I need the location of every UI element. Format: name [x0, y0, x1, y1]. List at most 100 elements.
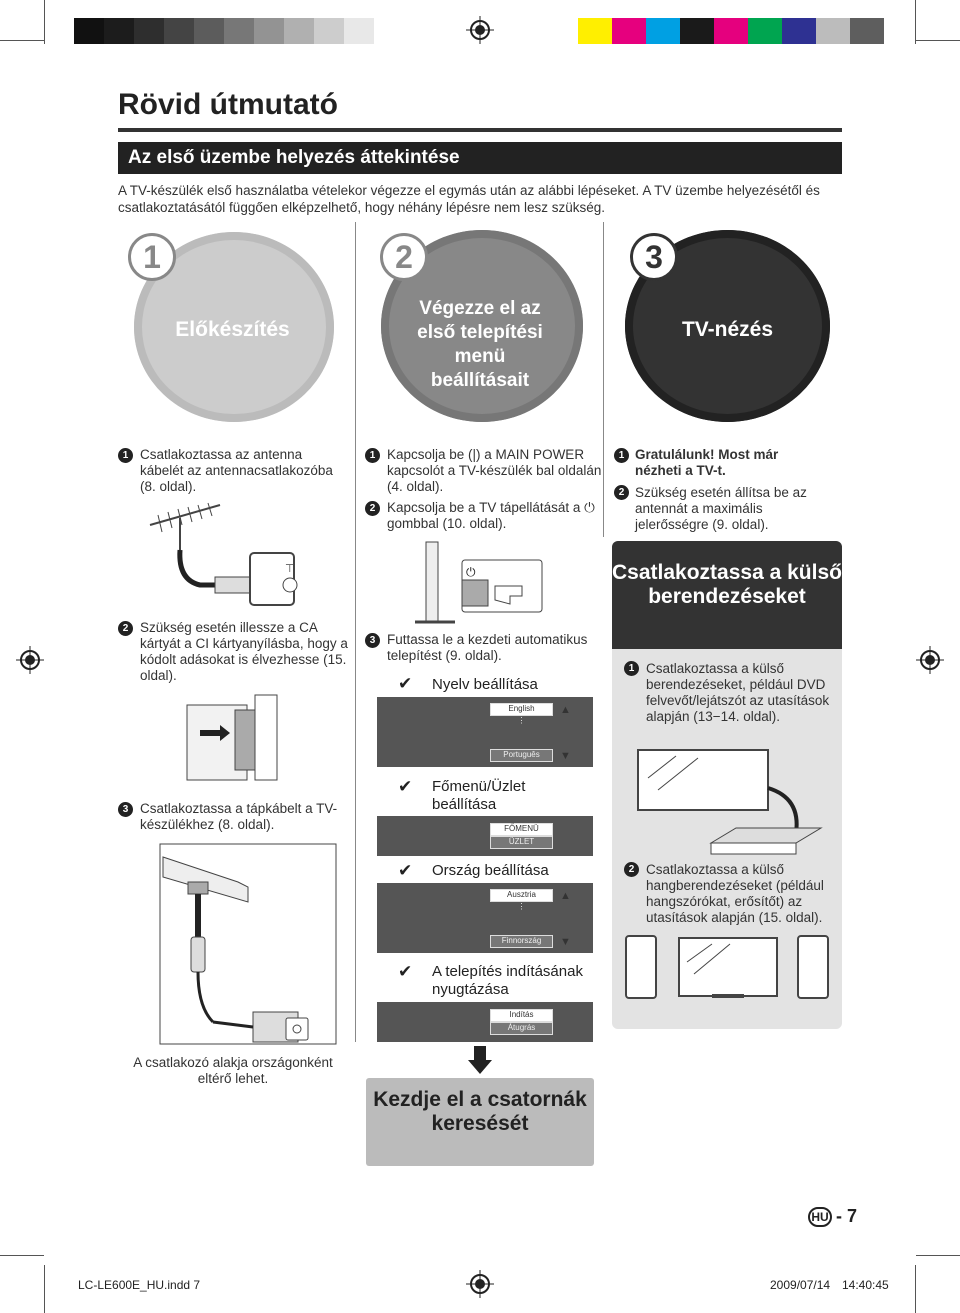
step-text: Kapcsolja be (|) a MAIN POWER kapcsolót …	[387, 447, 602, 494]
footer-file-name: LC-LE600E_HU.indd 7	[78, 1278, 201, 1292]
step-text: Csatlakoztassa a külső hangberendezéseke…	[646, 862, 824, 925]
crop-mark	[44, 1265, 45, 1313]
gray-swatch	[134, 18, 164, 44]
svg-text:⊤: ⊤	[285, 562, 295, 575]
gray-swatch	[104, 18, 134, 44]
install-confirm-option[interactable]: Indítás	[490, 1009, 553, 1022]
color-swatch	[748, 18, 782, 44]
language-setting-label: Nyelv beállítása	[432, 676, 538, 693]
color-swatch	[612, 18, 646, 44]
power-cable-illustration	[159, 843, 337, 1045]
scroll-down-icon[interactable]: ▼	[560, 750, 571, 762]
footer-date: 2009/07/14	[770, 1278, 831, 1292]
color-swatch	[782, 18, 816, 44]
gray-swatch	[314, 18, 344, 44]
step-number: 3	[365, 633, 380, 648]
tv-speakers-illustration	[625, 935, 829, 999]
step-text: Kapcsolja be a TV tápellátását a ⏻ gombb…	[387, 500, 595, 531]
ca-card-illustration	[186, 694, 278, 781]
gray-swatch	[74, 18, 104, 44]
column-divider	[355, 222, 356, 1042]
step-text: Futtassa le a kezdeti automatikus telepí…	[387, 632, 588, 663]
intro-paragraph: A TV-készülék első használatba vételekor…	[118, 183, 820, 215]
color-swatch	[578, 18, 612, 44]
step-number: 1	[118, 448, 133, 463]
step-text: Csatlakoztassa a tápkábelt a TV-készülék…	[140, 801, 338, 832]
svg-text:⏻: ⏻	[466, 565, 476, 579]
phase-2-label: Végezze el az első telepítési menü beáll…	[417, 298, 543, 391]
gray-swatch	[344, 18, 374, 44]
language-option: ⋮	[517, 716, 526, 725]
language-badge: HU	[808, 1207, 832, 1227]
crop-mark	[916, 40, 960, 41]
install-confirm-label: A telepítés indításának nyugtázása	[432, 963, 583, 998]
country-option[interactable]: Finnország	[490, 935, 553, 948]
check-mark-icon: ✔	[398, 777, 413, 796]
registration-mark-icon	[916, 646, 944, 674]
color-swatch	[680, 18, 714, 44]
crop-mark	[44, 0, 45, 44]
gray-swatch	[164, 18, 194, 44]
crop-mark	[0, 1255, 44, 1256]
tv-power-button-illustration: ⏻	[415, 541, 543, 624]
page-number: - 7	[836, 1206, 858, 1226]
step-text: Gratulálunk! Most már nézheti a TV-t.	[635, 447, 779, 478]
scroll-up-icon[interactable]: ▲	[560, 890, 571, 902]
scroll-up-icon[interactable]: ▲	[560, 704, 571, 716]
country-option: ⋮	[517, 902, 526, 911]
color-swatch	[816, 18, 850, 44]
column-divider	[603, 222, 604, 537]
phase-3-number: 3	[630, 233, 678, 281]
check-mark-icon: ✔	[398, 674, 413, 693]
language-menu	[377, 697, 593, 767]
home-store-setting-label: Főmenü/Üzlet beállítása	[432, 778, 526, 813]
language-option[interactable]: English	[490, 703, 553, 716]
step-number: 2	[614, 485, 629, 500]
down-arrow-icon	[468, 1046, 492, 1074]
color-swatch	[646, 18, 680, 44]
crop-mark	[915, 0, 916, 44]
language-option[interactable]: Português	[490, 749, 553, 762]
step-text: Szükség esetén állítsa be az antennát a …	[635, 485, 807, 532]
check-mark-icon: ✔	[398, 962, 413, 981]
gray-swatch	[284, 18, 314, 44]
phase-1-number: 1	[128, 233, 176, 281]
install-confirm-menu	[377, 1002, 593, 1042]
country-menu	[377, 883, 593, 953]
step-text: Csatlakoztassa a külső berendezéseket, p…	[646, 661, 830, 724]
gray-swatch	[224, 18, 254, 44]
country-setting-label: Ország beállítása	[432, 862, 549, 879]
crop-mark	[0, 40, 44, 41]
step-number: 2	[624, 862, 639, 877]
tv-dvd-connection-illustration	[637, 749, 823, 855]
page-title: Rövid útmutató	[118, 88, 338, 121]
step-number: 2	[365, 501, 380, 516]
start-channel-search-box: Kezdje el a csatornák keresését	[366, 1078, 594, 1166]
country-option[interactable]: Ausztria	[490, 889, 553, 902]
title-rule	[118, 128, 842, 132]
step-number: 2	[118, 621, 133, 636]
gray-swatch	[194, 18, 224, 44]
registration-mark-icon	[466, 16, 494, 44]
home-store-option[interactable]: FŐMENÜ	[490, 823, 553, 836]
color-swatch	[850, 18, 884, 44]
step-number: 1	[614, 448, 629, 463]
footer-time: 14:40:45	[842, 1278, 889, 1292]
install-confirm-option[interactable]: Átugrás	[490, 1022, 553, 1035]
plug-shape-note: A csatlakozó alakja országonként eltérő …	[133, 1055, 333, 1086]
antenna-connection-illustration: ⊤	[149, 502, 298, 606]
external-devices-title: Csatlakoztassa a külső berendezéseket	[612, 541, 842, 649]
step-number: 3	[118, 802, 133, 817]
phase-3-label: TV-nézés	[681, 318, 774, 341]
registration-mark-icon	[466, 1270, 494, 1298]
step-number: 1	[365, 448, 380, 463]
crop-mark	[916, 1255, 960, 1256]
step-text: Csatlakoztassa az antenna kábelét az ant…	[140, 447, 333, 494]
home-store-option[interactable]: ÜZLET	[490, 836, 553, 849]
phase-1-label: Előkészítés	[175, 318, 290, 341]
phase-2-number: 2	[380, 233, 428, 281]
color-swatch	[714, 18, 748, 44]
section-banner: Az első üzembe helyezés áttekintése	[118, 142, 842, 174]
scroll-down-icon[interactable]: ▼	[560, 936, 571, 948]
check-mark-icon: ✔	[398, 861, 413, 880]
